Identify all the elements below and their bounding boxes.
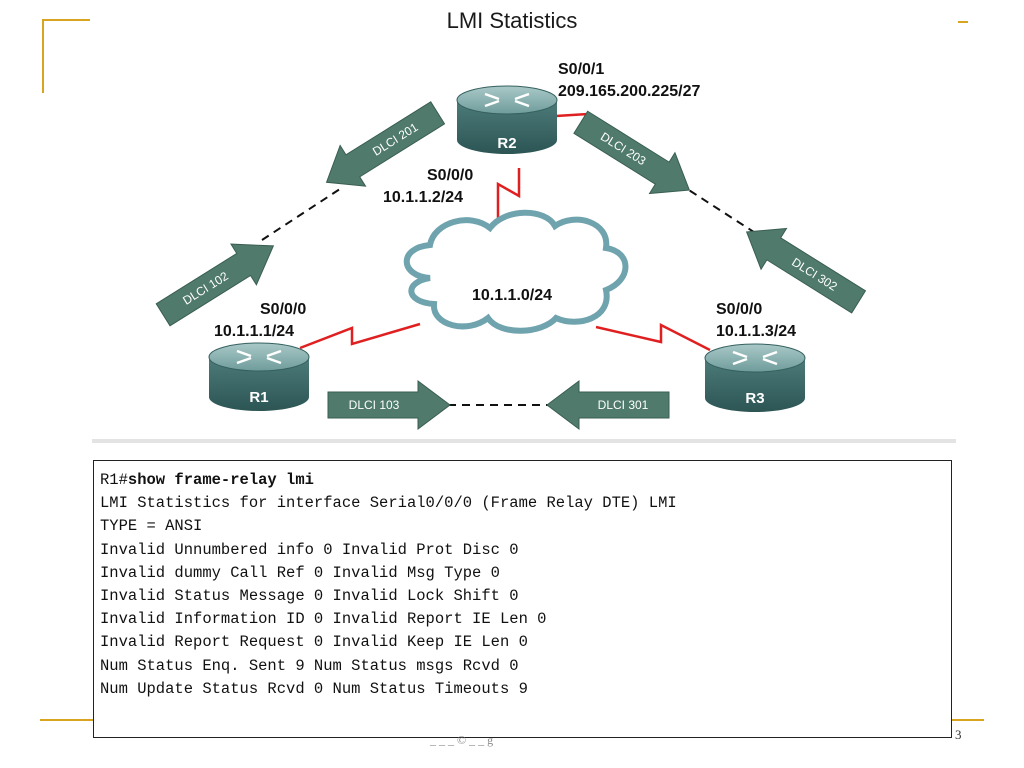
cli-output-line: Invalid Information ID 0 Invalid Report … bbox=[100, 610, 547, 629]
r2-external-address-label: 209.165.200.225/27 bbox=[558, 83, 700, 100]
serial-link-r2-external bbox=[555, 112, 589, 118]
frame-relay-diagram: 10.1.1.0/24 DLCI 201 DLCI 102 DLCI 203 D… bbox=[155, 61, 867, 430]
corner-accent-bottom-left bbox=[40, 719, 94, 721]
r2-local-address-label: 10.1.1.2/24 bbox=[383, 189, 463, 206]
pvc-r2-r3-line bbox=[677, 182, 761, 237]
cloud-label: 10.1.1.0/24 bbox=[472, 287, 552, 304]
serial-link-r1 bbox=[299, 322, 421, 350]
cli-output-line: Invalid Status Message 0 Invalid Lock Sh… bbox=[100, 586, 519, 605]
corner-accent-top-left-h bbox=[42, 19, 90, 21]
r2-external-interface-label: S0/0/1 bbox=[558, 61, 604, 78]
corner-accent-top-right bbox=[958, 21, 968, 23]
dlci-301-arrow: DLCI 301 bbox=[546, 380, 670, 430]
serial-link-r2 bbox=[496, 168, 521, 234]
dlci-301-label: DLCI 301 bbox=[598, 398, 649, 412]
cli-prompt: R1# bbox=[100, 471, 128, 489]
router-r1-label: R1 bbox=[249, 389, 268, 406]
pvc-r1-r2-line bbox=[261, 186, 344, 241]
cli-output-line: TYPE = ANSI bbox=[100, 517, 203, 536]
r1-interface-label: S0/0/0 bbox=[260, 301, 306, 318]
cli-output-line: Num Status Enq. Sent 9 Num Status msgs R… bbox=[100, 656, 519, 675]
router-r3-arrows-icon bbox=[732, 350, 778, 366]
cli-command-line: R1#show frame-relay lmi bbox=[100, 469, 951, 492]
cli-output-line: Num Update Status Rcvd 0 Num Status Time… bbox=[100, 679, 528, 698]
corner-accent-top-left-v bbox=[42, 19, 44, 93]
cli-output-box: R1#show frame-relay lmi LMI Statistics f… bbox=[93, 460, 952, 738]
cli-output-line: Invalid dummy Call Ref 0 Invalid Msg Typ… bbox=[100, 563, 500, 582]
router-r2-arrows-icon bbox=[484, 92, 530, 108]
router-r3[interactable]: R3 bbox=[704, 343, 806, 412]
slide-title: LMI Statistics bbox=[446, 8, 578, 33]
router-r3-label: R3 bbox=[745, 390, 764, 407]
router-r1[interactable]: R1 bbox=[208, 342, 310, 411]
router-r1-arrows-icon bbox=[236, 349, 282, 365]
dlci-203-arrow: DLCI 203 bbox=[573, 110, 691, 195]
serial-link-r3 bbox=[595, 322, 711, 352]
page-number: 3 bbox=[955, 727, 962, 742]
dlci-102-arrow: DLCI 102 bbox=[155, 243, 275, 327]
router-r2-label: R2 bbox=[497, 135, 516, 152]
r1-address-label: 10.1.1.1/24 bbox=[214, 323, 294, 340]
cli-output-line: Invalid Report Request 0 Invalid Keep IE… bbox=[100, 633, 528, 652]
cli-output-line: LMI Statistics for interface Serial0/0/0… bbox=[100, 494, 677, 513]
cli-output-line: Invalid Unnumbered info 0 Invalid Prot D… bbox=[100, 540, 519, 559]
dlci-201-arrow: DLCI 201 bbox=[325, 101, 446, 187]
r3-address-label: 10.1.1.3/24 bbox=[716, 323, 796, 340]
dlci-103-arrow: DLCI 103 bbox=[327, 380, 451, 430]
footer-text: _ _ _ © _ _ g bbox=[430, 733, 494, 747]
r3-interface-label: S0/0/0 bbox=[716, 301, 762, 318]
cli-command: show frame-relay lmi bbox=[127, 471, 314, 489]
dlci-103-label: DLCI 103 bbox=[349, 398, 400, 412]
router-r2[interactable]: R2 bbox=[456, 85, 558, 154]
r2-local-interface-label: S0/0/0 bbox=[427, 167, 473, 184]
corner-accent-bottom-right bbox=[952, 719, 984, 721]
frame-relay-cloud bbox=[403, 209, 629, 334]
section-divider bbox=[92, 439, 956, 443]
